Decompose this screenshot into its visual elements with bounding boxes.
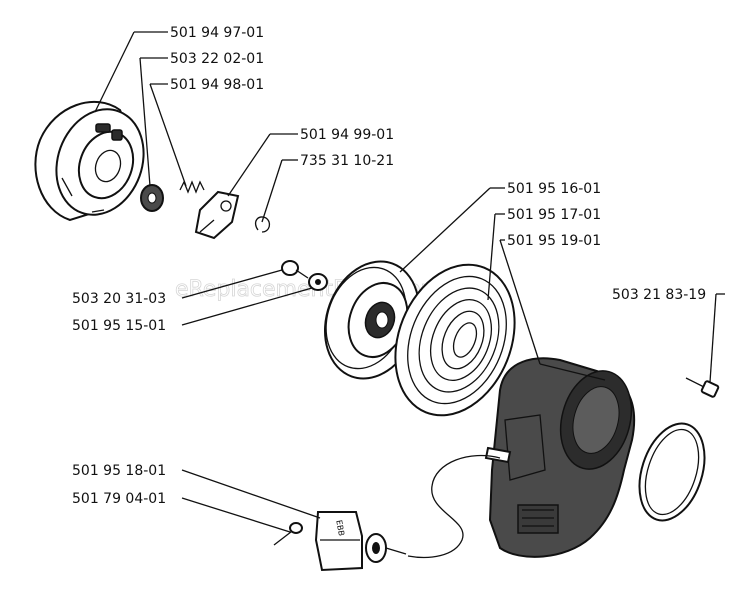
o-ring (638, 422, 706, 522)
bearing-nut (140, 184, 164, 212)
starter-handle: EBB (273, 511, 407, 572)
label-501-95-17-01: 501 95 17-01 (507, 207, 601, 223)
housing-bolt (685, 377, 720, 398)
label-501-95-15-01: 501 95 15-01 (72, 318, 166, 334)
label-501-95-16-01: 501 95 16-01 (507, 181, 601, 197)
label-503-20-31-03: 503 20 31-03 (72, 291, 166, 307)
label-501-79-04-01: 501 79 04-01 (72, 491, 166, 507)
starter-pawl (194, 190, 240, 240)
screw-washer (281, 260, 328, 291)
clutch-drum (34, 101, 145, 222)
label-501-94-97-01: 501 94 97-01 (170, 25, 264, 41)
spring (179, 180, 205, 194)
leader-lines (94, 31, 725, 533)
label-501-95-18-01: 501 95 18-01 (72, 463, 166, 479)
starter-rope (407, 454, 501, 559)
circlip (254, 216, 271, 233)
label-735-31-10-21: 735 31 10-21 (300, 153, 394, 169)
label-501-95-19-01: 501 95 19-01 (507, 233, 601, 249)
label-501-94-98-01: 501 94 98-01 (170, 77, 264, 93)
label-503-21-83-19: 503 21 83-19 (612, 287, 706, 303)
label-503-22-02-01: 503 22 02-01 (170, 51, 264, 67)
recoil-spring (394, 263, 516, 417)
starter-housing (484, 357, 636, 558)
handle-text: EBB (334, 519, 346, 536)
label-501-94-99-01: 501 94 99-01 (300, 127, 394, 143)
